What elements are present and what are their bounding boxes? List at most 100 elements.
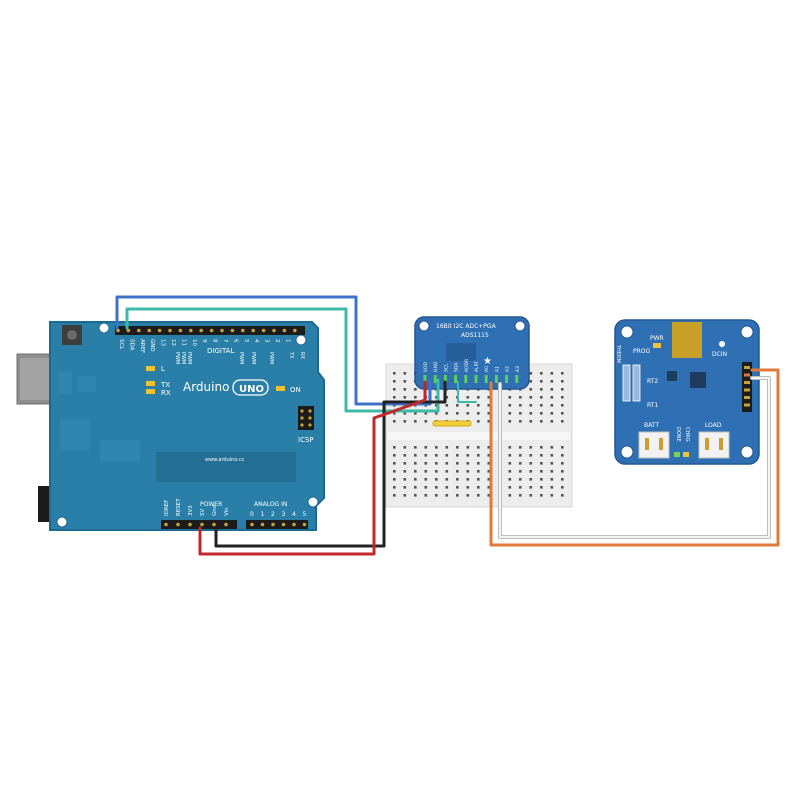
uno-badge bbox=[232, 379, 269, 396]
breadboard-hole bbox=[393, 396, 396, 399]
breadboard-hole bbox=[466, 486, 470, 489]
breadboard-hole bbox=[519, 412, 522, 415]
breadboard-channel bbox=[388, 432, 570, 440]
rt1-label: RT1 bbox=[647, 402, 658, 409]
top-pin-label: 2 bbox=[274, 339, 280, 343]
breadboard-hole bbox=[487, 396, 491, 399]
breadboard-hole bbox=[550, 494, 554, 497]
breadboard-hole bbox=[540, 396, 543, 399]
done-label: DONE bbox=[675, 427, 681, 442]
led-rx bbox=[146, 389, 155, 394]
ads1115-pin-label: A3 bbox=[515, 366, 521, 372]
top-pin-9 bbox=[199, 328, 203, 333]
breadboard-hole bbox=[466, 462, 470, 465]
breadboard-hole bbox=[508, 420, 512, 423]
breadboard-hole bbox=[550, 454, 554, 457]
breadboard-hole bbox=[456, 404, 459, 407]
ads1115-pins bbox=[423, 375, 519, 383]
breadboard-hole bbox=[519, 420, 522, 423]
breadboard-hole bbox=[445, 494, 449, 497]
breadboard-hole bbox=[466, 412, 470, 415]
icsp-label: ICSP bbox=[298, 436, 314, 444]
breadboard-hole bbox=[393, 454, 396, 457]
power-pin bbox=[176, 522, 180, 527]
breadboard-hole bbox=[540, 486, 543, 489]
breadboard-hole bbox=[550, 396, 554, 399]
breadboard-hole bbox=[529, 454, 533, 457]
breadboard-hole bbox=[414, 486, 417, 489]
analog-pin bbox=[271, 522, 275, 527]
breadboard-hole bbox=[477, 486, 480, 489]
tx-header-label: TX bbox=[288, 351, 294, 359]
breadboard-hole bbox=[550, 372, 554, 375]
arduino-brand: Arduino bbox=[183, 380, 229, 394]
breadboard-hole bbox=[435, 454, 438, 457]
breadboard-hole bbox=[456, 478, 459, 481]
breadboard-hole bbox=[414, 494, 417, 497]
breadboard-hole bbox=[550, 470, 554, 473]
rt2-label: RT2 bbox=[647, 378, 658, 385]
wires bbox=[115, 295, 780, 556]
breadboard-hole bbox=[529, 404, 533, 407]
power-pin-label: 3V3 bbox=[188, 505, 194, 516]
breadboard-hole bbox=[435, 446, 438, 449]
wire-scl bbox=[115, 295, 432, 406]
breadboard-hole bbox=[424, 462, 428, 465]
breadboard-hole bbox=[424, 486, 428, 489]
top-pin-8 bbox=[189, 328, 193, 333]
top-pin-label: 7 bbox=[222, 339, 228, 343]
rx-label: RX bbox=[161, 389, 171, 397]
breadboard-hole bbox=[393, 380, 396, 383]
breadboard-hole bbox=[508, 412, 512, 415]
website-label: www.arduino.cc bbox=[205, 457, 245, 463]
breadboard-hole bbox=[414, 478, 417, 481]
breadboard-hole bbox=[529, 396, 533, 399]
breadboard-hole bbox=[529, 446, 533, 449]
charger-side-pin bbox=[744, 381, 750, 384]
breadboard-hole bbox=[403, 454, 407, 457]
breadboard-hole bbox=[424, 412, 428, 415]
breadboard-hole bbox=[561, 380, 564, 383]
breadboard-hole bbox=[435, 494, 438, 497]
breadboard-hole bbox=[508, 462, 512, 465]
breadboard-hole bbox=[540, 446, 543, 449]
ads1115-title: 16Bit I2C ADC+PGA bbox=[436, 323, 497, 330]
top-pin-label: 9 bbox=[201, 339, 207, 343]
breadboard-hole bbox=[456, 412, 459, 415]
prog-label: PROG bbox=[633, 348, 651, 355]
breadboard-hole bbox=[393, 446, 396, 449]
breadboard-hole bbox=[393, 470, 396, 473]
ads1115-pin-label: SDA bbox=[454, 362, 460, 372]
atmega-chip bbox=[156, 452, 296, 482]
load-label: LOAD bbox=[705, 422, 722, 429]
pwm-label-6: PWM bbox=[268, 352, 274, 364]
pwm-label-3: PWM bbox=[186, 352, 192, 364]
power-pin-label: RESET bbox=[176, 498, 182, 516]
breadboard-hole bbox=[445, 412, 449, 415]
breadboard-hole bbox=[561, 372, 564, 375]
therm-label: THERM bbox=[615, 344, 621, 363]
breadboard-hole bbox=[424, 470, 428, 473]
charger-side-pin bbox=[744, 366, 750, 369]
breadboard-hole bbox=[393, 494, 396, 497]
top-pin-2 bbox=[126, 328, 131, 333]
breadboard-hole bbox=[529, 462, 533, 465]
ads1115-pin-label: ADDR bbox=[464, 359, 470, 372]
thermistor bbox=[622, 364, 631, 402]
power-pin bbox=[212, 522, 216, 527]
top-pin-4 bbox=[147, 328, 151, 333]
breadboard-hole bbox=[519, 396, 522, 399]
breadboard-hole bbox=[424, 494, 428, 497]
led-done bbox=[674, 452, 680, 457]
pwm-label-5: PWM bbox=[250, 352, 256, 364]
led-l bbox=[146, 366, 155, 371]
analog-pin-label: 3 bbox=[282, 511, 286, 518]
breadboard-hole bbox=[487, 446, 491, 449]
star-icon: ★ bbox=[483, 356, 492, 367]
ads1115-pin bbox=[515, 375, 519, 383]
led-l-label: L bbox=[161, 365, 165, 373]
power-pin bbox=[200, 522, 204, 527]
breadboard-hole bbox=[519, 404, 522, 407]
breadboard-hole bbox=[445, 478, 449, 481]
breadboard-hole bbox=[487, 454, 491, 457]
